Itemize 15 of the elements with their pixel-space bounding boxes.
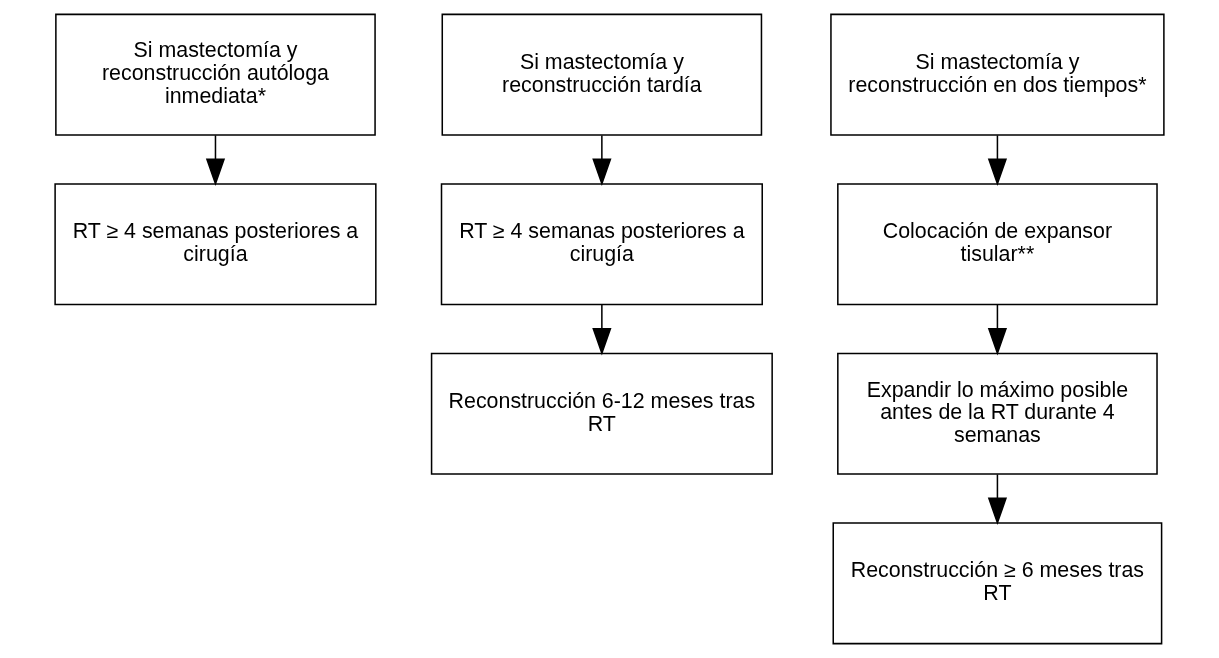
node-box: Si mastectomía y reconstrucción en dos tiempos* [830, 13, 1165, 136]
arrow [592, 134, 612, 187]
node-box: Reconstrucción ≥ 6 meses tras RT [832, 522, 1163, 645]
arrow [205, 134, 226, 187]
arrow [592, 304, 612, 356]
arrow [987, 304, 1008, 356]
node-box: Reconstrucción 6-12 meses tras RT [430, 352, 773, 475]
node-box: RT ≥ 4 semanas posteriores a cirugía [54, 183, 377, 306]
arrow [987, 134, 1008, 187]
node-box: Colocación de expansor tisular** [837, 183, 1158, 306]
node-box: Si mastectomía y reconstrucción tardía [441, 13, 763, 136]
arrow [987, 473, 1008, 526]
node-box: RT ≥ 4 semanas posteriores a cirugía [440, 183, 763, 306]
node-box: Expandir lo máximo posible antes de la RT durante 4 semanas [837, 352, 1158, 475]
node-box: Si mastectomía y reconstrucción autóloga inmediata* [55, 13, 376, 136]
